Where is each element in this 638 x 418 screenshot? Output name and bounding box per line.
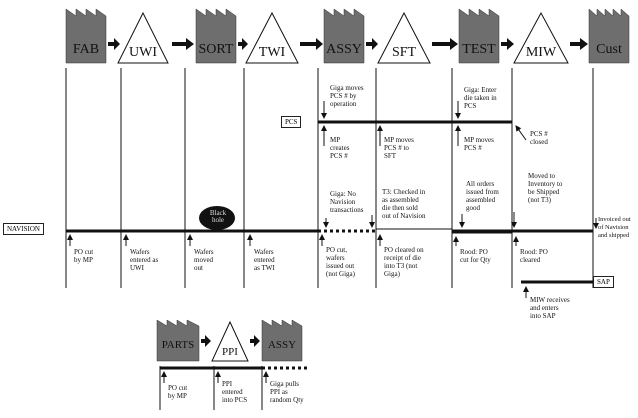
note-t3-checked: T3: Checked in as assembled die then sol… [382,188,426,220]
note-po-cut-wafers: PO cut, wafers issued out (not Giga) [326,246,355,278]
lane-lines [65,68,594,410]
triangle-miw [513,11,569,64]
triangle-uwi [117,11,169,64]
triangle-ppi [211,320,249,362]
arrow-ppi-assy2 [250,335,260,347]
factory-icon-fab [65,8,107,64]
navision-box: NAVISION [3,223,44,235]
note-po-cut-mp: PO cut by MP [74,248,94,264]
note-mp-moves-sft: MP moves PCS # to SFT [384,136,414,160]
stage-twi: TWI [259,45,286,60]
note-invoiced: Invoiced out of Navision and shipped [598,216,631,239]
sap-box: SAP [593,276,614,288]
note-giga-moves: Giga moves PCS # by operation [330,84,364,108]
note-rood-cleared: Rood: PO cleared [520,248,548,264]
arrow-sft-test [432,38,458,50]
note-mp-creates: MP creates PCS # [330,136,350,160]
note-po-cut-mp2: PO cut by MP [168,384,188,400]
pcs-box: PCS [281,116,302,128]
arrow-test-miw [501,38,514,50]
note-rood-cut: Rood: PO cut for Qty [460,248,491,264]
note-giga-no-nav: Giga: No Navision transactions [330,190,364,214]
factory-icon-assy2 [261,319,303,362]
arrow-fab-uwi [108,38,120,50]
stage-ppi: PPI [222,346,238,358]
note-wafers-twi: Wafers entered as TWI [254,248,275,272]
note-mp-moves: MP moves PCS # [464,136,494,152]
note-pcs-closed: PCS # closed [530,130,548,146]
note-wafers-out: Wafers moved out [194,248,214,272]
stage-sort: SORT [199,42,234,57]
stage-assy2: ASSY [268,339,296,351]
stage-uwi: UWI [129,45,157,60]
factory-icon-assy [323,8,365,64]
note-giga-enter: Giga: Enter die taken in PCS [464,86,497,110]
stage-test: TEST [462,42,496,57]
arrow-sort-twi [238,38,248,50]
factory-icon-parts [156,319,200,362]
stage-parts: PARTS [162,339,195,351]
factory-icon-cust [588,8,630,64]
note-po-cleared-t3: PO cleared on receipt of die into T3 (no… [384,246,424,278]
arrow-pcs-closed [515,125,527,141]
factory-icon-sort [195,8,237,64]
factory-icon-test [458,8,500,64]
note-moved-inv: Moved to Inventory to be Shipped (not T3… [528,172,563,204]
triangle-sft [377,11,431,64]
stage-fab: FAB [73,42,99,57]
note-all-orders: All orders issued from assembled good [466,180,499,212]
arrow-parts-ppi [201,335,211,347]
arrow-assy-sft [366,38,378,50]
note-ppi-entered: PPI entered into PCS [222,380,248,404]
black-hole-icon [199,206,235,230]
stage-sft: SFT [392,45,417,60]
arrow-miw-cust [570,38,588,50]
triangle-twi [245,11,299,64]
black-hole-label: Black hole [209,209,227,224]
arrow-uwi-sort [172,38,194,50]
note-miw-sap: MIW receives and enters into SAP [530,296,570,320]
stage-cust: Cust [596,42,622,57]
note-wafers-uwi: Wafers entered as UWI [130,248,159,272]
stage-miw: MIW [526,45,557,60]
arrow-twi-assy [300,38,323,50]
stage-assy: ASSY [326,42,362,57]
note-giga-pulls: Giga pulls PPI as random Qty [270,380,304,404]
